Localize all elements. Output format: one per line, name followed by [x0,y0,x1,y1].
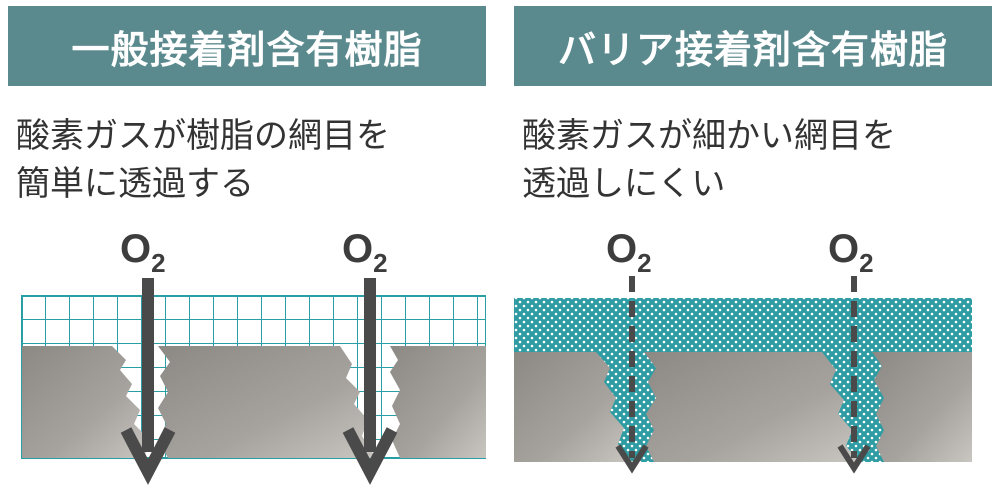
panel-title: バリア接着剤含有樹脂 [514,6,992,86]
barrier-diagram: O2 O2 [514,227,972,474]
substrate-block [390,346,486,458]
description-line-1: 酸素ガスが樹脂の網目を [16,116,390,156]
o2-subscript: 2 [151,248,165,278]
description-line-1: 酸素ガスが細かい網目を [522,116,896,156]
substrate-block [158,346,376,458]
oxygen-arrow-dashed [837,276,871,474]
substrate-block [514,352,632,462]
panel-description: 酸素ガスが樹脂の網目を 簡単に透過する [16,112,486,208]
description-line-2: 簡単に透過する [16,164,254,204]
oxygen-arrow-solid [120,278,176,485]
panel-description: 酸素ガスが細かい網目を 透過しにくい [522,112,992,208]
oxygen-arrow-dashed [615,276,649,474]
panel-title: 一般接着剤含有樹脂 [8,6,486,86]
permeation-diagram: O2 O2 [21,227,486,485]
o2-label: O2 [606,227,652,278]
title-text: 一般接着剤含有樹脂 [71,27,423,72]
o2-label: O2 [342,227,388,278]
oxygen-arrow-solid [342,278,398,485]
description-line-2: 透過しにくい [522,164,726,204]
o2-subscript: 2 [859,248,873,278]
o2-subscript: 2 [637,248,651,278]
o2-subscript: 2 [373,248,387,278]
barrier-adhesive-panel: バリア接着剤含有樹脂 酸素ガスが細かい網目を 透過しにくい O2 O2 [514,0,992,486]
substrate-block [22,346,150,458]
general-adhesive-panel: 一般接着剤含有樹脂 酸素ガスが樹脂の網目を 簡単に透過する O2 O2 [8,0,486,486]
substrate-block [644,352,860,462]
o2-label: O2 [828,227,874,278]
o2-label: O2 [120,227,166,278]
substrate-block [872,352,972,462]
title-text: バリア接着剤含有樹脂 [557,27,948,72]
